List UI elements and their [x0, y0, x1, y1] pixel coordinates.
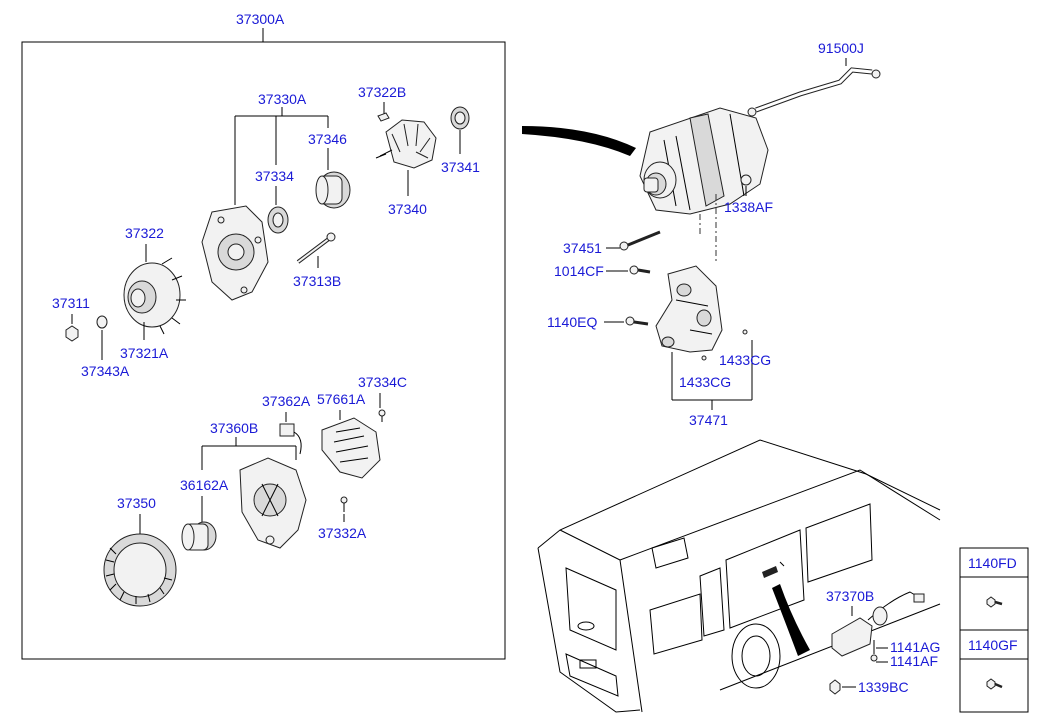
- label-1141af[interactable]: 1141AF: [890, 653, 938, 669]
- connector-part: [279, 423, 302, 455]
- bolt-1141-part: [870, 640, 878, 662]
- alternator-part: [639, 107, 769, 215]
- harness-part: [747, 67, 881, 117]
- nut-1338af-part: [740, 174, 752, 186]
- bolt-icon-1140gf: [986, 678, 1003, 690]
- screw-b-part: [340, 496, 348, 512]
- label-1433cg-right[interactable]: 1433CG: [719, 352, 771, 368]
- washer-part: [96, 315, 108, 329]
- label-37350[interactable]: 37350: [117, 495, 156, 511]
- label-1140eq[interactable]: 1140EQ: [547, 314, 597, 330]
- main-assembly-frame: [21, 28, 506, 660]
- rotor-part: [375, 119, 437, 169]
- retainer-part: [377, 112, 390, 122]
- label-37322[interactable]: 37322: [125, 225, 164, 241]
- label-37451[interactable]: 37451: [563, 240, 602, 256]
- pointer-arrow-top: [522, 126, 636, 156]
- screw-a-part: [378, 409, 386, 422]
- label-37313b[interactable]: 37313B: [293, 273, 341, 289]
- pin-right-part: [742, 329, 748, 335]
- stator-part: [103, 533, 177, 607]
- label-1141ag[interactable]: 1141AG: [890, 639, 940, 655]
- long-bolt-part: [606, 230, 661, 251]
- spacer-part: [315, 171, 351, 209]
- pin-left-part: [701, 355, 707, 361]
- fan-part: [123, 257, 186, 335]
- fastener-table: [959, 547, 1029, 713]
- label-1433cg-left[interactable]: 1433CG: [679, 374, 731, 390]
- nut-1339bc-part: [829, 679, 841, 695]
- table-cell-1140fd[interactable]: 1140FD: [968, 555, 1017, 571]
- label-36162a[interactable]: 36162A: [180, 477, 229, 493]
- bus-illustration: [537, 439, 941, 713]
- front-housing-part: [201, 205, 269, 301]
- nut-part: [65, 325, 79, 342]
- label-37343a[interactable]: 37343A: [81, 363, 130, 379]
- label-1338af[interactable]: 1338AF: [724, 199, 773, 215]
- pointer-arrow-bus: [772, 584, 810, 656]
- rectifier-part: [181, 521, 217, 551]
- rear-housing-part: [239, 457, 307, 549]
- cover-part: [321, 417, 381, 479]
- bearing-part: [267, 206, 289, 234]
- label-37321a[interactable]: 37321A: [120, 345, 169, 361]
- label-37300a[interactable]: 37300A: [236, 11, 285, 27]
- mount-bracket-part: [655, 265, 723, 353]
- label-37340[interactable]: 37340: [388, 201, 427, 217]
- regulator-part: [831, 591, 925, 657]
- bolt-icon-1140fd: [986, 596, 1003, 608]
- label-91500j[interactable]: 91500J: [818, 40, 864, 56]
- label-37330a[interactable]: 37330A: [258, 91, 307, 107]
- label-1339bc[interactable]: 1339BC: [858, 679, 909, 695]
- rear-bearing-part: [450, 106, 470, 130]
- thru-bolt-part: [296, 232, 336, 264]
- label-37471[interactable]: 37471: [689, 412, 728, 428]
- label-37334c[interactable]: 37334C: [358, 374, 407, 390]
- label-37360b[interactable]: 37360B: [210, 420, 258, 436]
- label-37332a[interactable]: 37332A: [318, 525, 367, 541]
- label-37334[interactable]: 37334: [255, 168, 294, 184]
- bracket-37360b-leader: [201, 437, 297, 470]
- bolt-1014cf-part: [606, 265, 651, 275]
- label-37311[interactable]: 37311: [52, 295, 90, 311]
- label-37370b[interactable]: 37370B: [826, 588, 874, 604]
- label-37362a[interactable]: 37362A: [262, 393, 311, 409]
- label-37322b[interactable]: 37322B: [358, 84, 406, 100]
- bracket-37330a-leader: [234, 107, 329, 205]
- label-57661a[interactable]: 57661A: [317, 391, 366, 407]
- bolt-1140eq-part: [604, 316, 649, 326]
- bracket-37471-leader: [671, 340, 753, 410]
- label-1014cf[interactable]: 1014CF: [554, 263, 604, 279]
- table-cell-1140gf[interactable]: 1140GF: [968, 637, 1018, 653]
- label-37346[interactable]: 37346: [308, 131, 347, 147]
- label-37341[interactable]: 37341: [441, 159, 480, 175]
